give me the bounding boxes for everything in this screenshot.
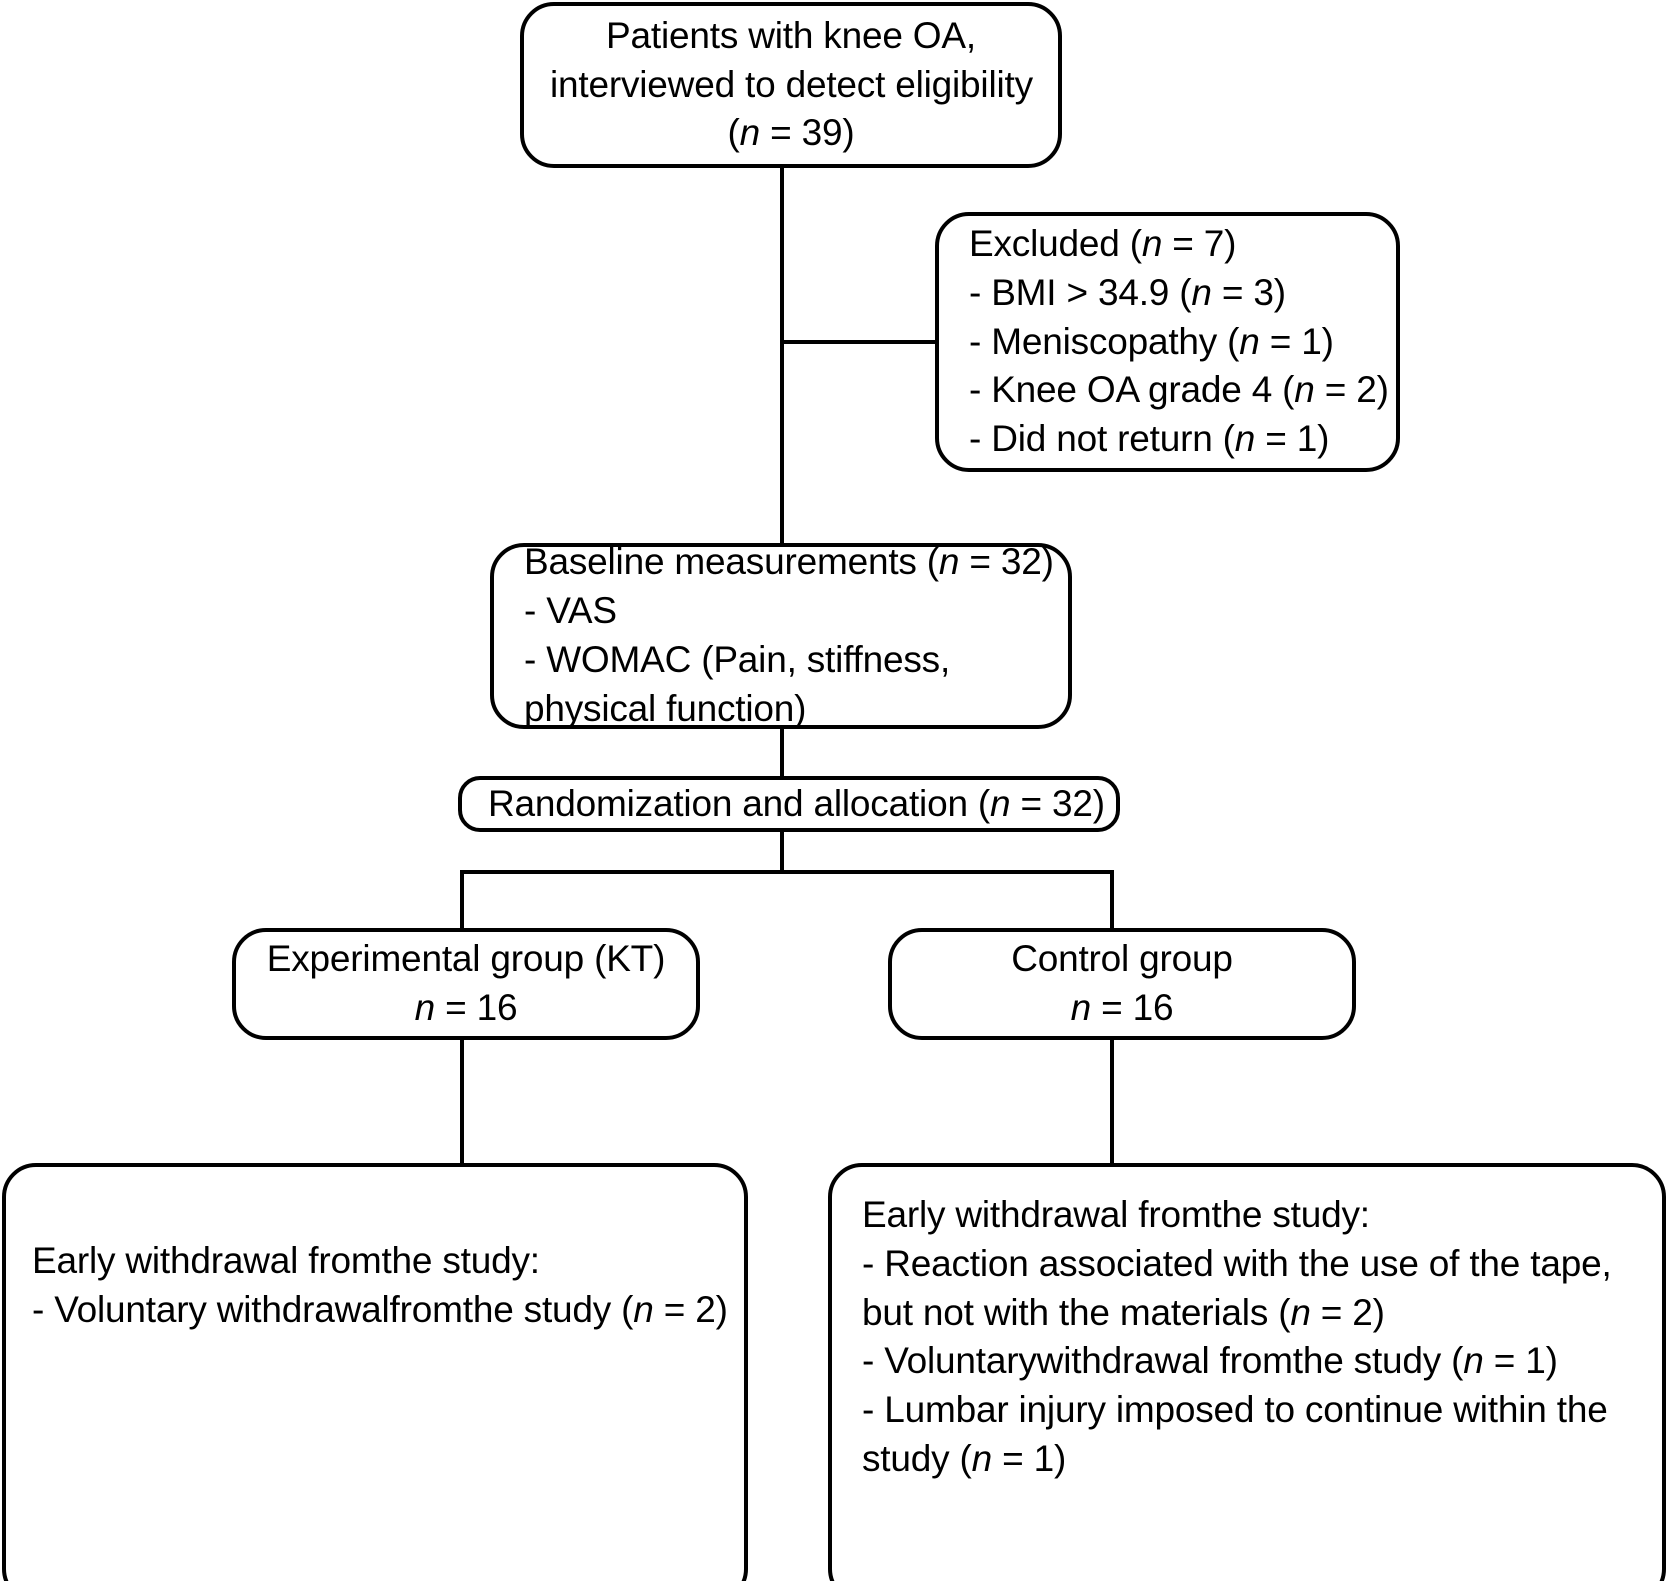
excluded-line-1: Excluded (n = 7) xyxy=(969,222,1237,264)
withdrawal-ctl-line-3: - Voluntarywithdrawal fromthe study (n =… xyxy=(862,1340,1558,1382)
node-baseline: Baseline measurements (n = 32) - VAS - W… xyxy=(490,541,1072,729)
connector-baseline-randomization xyxy=(780,726,784,778)
node-withdrawal-control: Early withdrawal fromthe study: - Reacti… xyxy=(828,1163,1666,1581)
withdrawal-ctl-line-1: Early withdrawal fromthe study: xyxy=(862,1194,1370,1235)
experimental-count: n = 16 xyxy=(414,987,518,1028)
node-enrollment: Patients with knee OA, interviewed to de… xyxy=(520,2,1062,168)
enrollment-line-2: interviewed to detect eligibility xyxy=(550,63,1033,105)
connector-split-to-control xyxy=(1110,870,1114,930)
excluded-line-4: - Knee OA grade 4 (n = 2) xyxy=(969,369,1389,411)
experimental-label: Experimental group (KT) xyxy=(266,938,666,980)
baseline-line-1: Baseline measurements (n = 32) xyxy=(524,541,1054,583)
control-label: Control group xyxy=(1011,938,1233,980)
excluded-line-2: - BMI > 34.9 (n = 3) xyxy=(969,271,1286,313)
withdrawal-exp-line-1: Early withdrawal fromthe study: xyxy=(32,1240,540,1281)
withdrawal-ctl-line-4: - Lumbar injury imposed to continue with… xyxy=(862,1389,1608,1480)
withdrawal-exp-line-2: - Voluntary withdrawalfromthe study (n =… xyxy=(32,1288,728,1330)
connector-split-horizontal xyxy=(460,870,1114,874)
enrollment-count: 39 xyxy=(801,112,843,154)
connector-randomization-trunk xyxy=(780,830,784,872)
excluded-line-3: - Meniscopathy (n = 1) xyxy=(969,320,1334,362)
node-excluded: Excluded (n = 7) - BMI > 34.9 (n = 3) - … xyxy=(935,212,1400,472)
baseline-line-2: - VAS xyxy=(524,590,617,632)
connector-enrollment-trunk xyxy=(780,167,784,545)
node-control-group: Control group n = 16 xyxy=(888,928,1356,1040)
enrollment-line-3: (n = 39) xyxy=(727,112,855,154)
node-experimental-group: Experimental group (KT) n = 16 xyxy=(232,928,700,1040)
excluded-line-5: - Did not return (n = 1) xyxy=(969,418,1330,460)
node-randomization: Randomization and allocation (n = 32) xyxy=(458,776,1120,832)
randomization-line-1: Randomization and allocation (n = 32) xyxy=(488,782,1105,824)
enrollment-line-1: Patients with knee OA, xyxy=(606,14,976,56)
connector-to-excluded xyxy=(780,340,937,344)
withdrawal-ctl-line-2: - Reaction associated with the use of th… xyxy=(862,1242,1612,1333)
connector-experimental-withdrawal xyxy=(460,1038,464,1166)
connector-split-to-experimental xyxy=(460,870,464,930)
baseline-line-4: physical function) xyxy=(524,687,807,729)
control-count: n = 16 xyxy=(1070,987,1174,1028)
node-withdrawal-experimental: Early withdrawal fromthe study: - Volunt… xyxy=(2,1163,748,1581)
connector-control-withdrawal xyxy=(1110,1038,1114,1166)
baseline-line-3: - WOMAC (Pain, stiffness, xyxy=(524,639,951,680)
